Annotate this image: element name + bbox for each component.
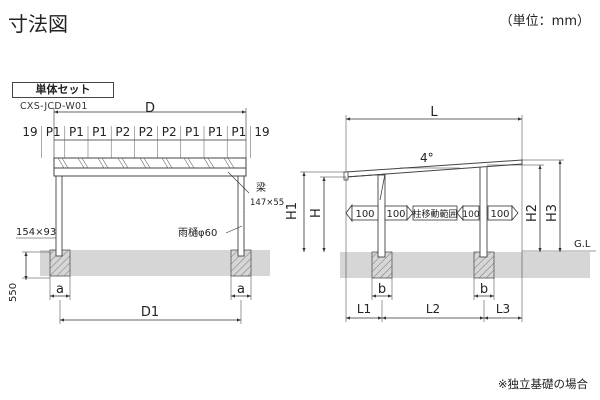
gutter-leader — [225, 225, 243, 234]
range-center: 柱移動範囲 — [412, 208, 457, 220]
dim-d1: D1 — [141, 305, 159, 320]
dim-a-right: a — [237, 282, 245, 297]
pitch-label: P1 — [231, 125, 246, 139]
gl-label: G.L — [574, 239, 591, 250]
pitch-label: P2 — [139, 125, 154, 139]
pitch-label: P1 — [92, 125, 107, 139]
page-title: 寸法図 — [8, 12, 68, 36]
pitch-label: P1 — [46, 125, 61, 139]
model-code: CXS-JCD-W01 — [20, 101, 88, 112]
pitch-label: P2 — [115, 125, 130, 139]
range-arrow-left — [345, 203, 353, 223]
roof-side — [345, 159, 523, 178]
dim-d: D — [145, 101, 155, 116]
pitch-label: P2 — [162, 125, 177, 139]
post-side-right — [479, 164, 488, 258]
side-view: G.L L 4° H1 H H2 H3 — [285, 105, 596, 322]
dim-l: L — [430, 105, 438, 120]
range-box-left-outer — [351, 205, 379, 221]
pitch-label: P1 — [69, 125, 84, 139]
slope-angle: 4° — [420, 151, 434, 165]
post-size: 154×93 — [16, 227, 56, 238]
foundation-note: ※独立基礎の場合 — [497, 377, 588, 391]
dim-h2: H2 — [525, 204, 540, 222]
unit-note: （単位：mm） — [499, 14, 590, 29]
range-arrow-left-inner — [406, 204, 414, 222]
beam-front — [53, 167, 247, 177]
range-left-inner: 100 — [386, 209, 405, 220]
dim-l3: L3 — [496, 302, 510, 316]
post-range: 100 100 柱移動範囲 100 100 — [345, 203, 519, 223]
post-side-left — [377, 174, 386, 258]
pitch-label: P1 — [185, 125, 200, 139]
brace — [379, 173, 386, 201]
beam-label: 梁 — [256, 181, 266, 194]
roof-bracket — [345, 173, 388, 178]
gutter-label: 雨樋φ60 — [178, 226, 217, 239]
pitch-label: P1 — [208, 125, 223, 139]
roof-ribs — [57, 157, 235, 169]
range-arrow-right — [511, 204, 519, 222]
pitch-labels: 19 P1 P1 P1 P2 P2 P2 P1 P1 P1 19 — [22, 125, 270, 158]
dim-b-right: b — [480, 282, 488, 297]
range-right-outer: 100 — [490, 209, 509, 220]
dim-h1: H1 — [285, 202, 300, 220]
set-label-box: 単体セット — [12, 82, 114, 98]
dim-l2: L2 — [426, 302, 440, 316]
post-right — [237, 175, 245, 257]
foundation-depth: 550 — [8, 283, 19, 302]
dim-b-left: b — [378, 282, 386, 297]
pitch-label: 19 — [254, 125, 269, 139]
dim-h3: H3 — [545, 204, 560, 222]
beam-leader — [227, 171, 250, 194]
beam-size: 147×55 — [250, 198, 284, 208]
range-right-inner: 100 — [462, 210, 479, 220]
pitch-label: 19 — [22, 125, 37, 139]
dim-a-left: a — [56, 282, 64, 297]
post-left — [55, 175, 63, 257]
dim-h: H — [309, 208, 324, 218]
range-box-right-inner — [462, 205, 480, 221]
range-left-outer: 100 — [355, 209, 374, 220]
dim-l1: L1 — [357, 302, 371, 316]
